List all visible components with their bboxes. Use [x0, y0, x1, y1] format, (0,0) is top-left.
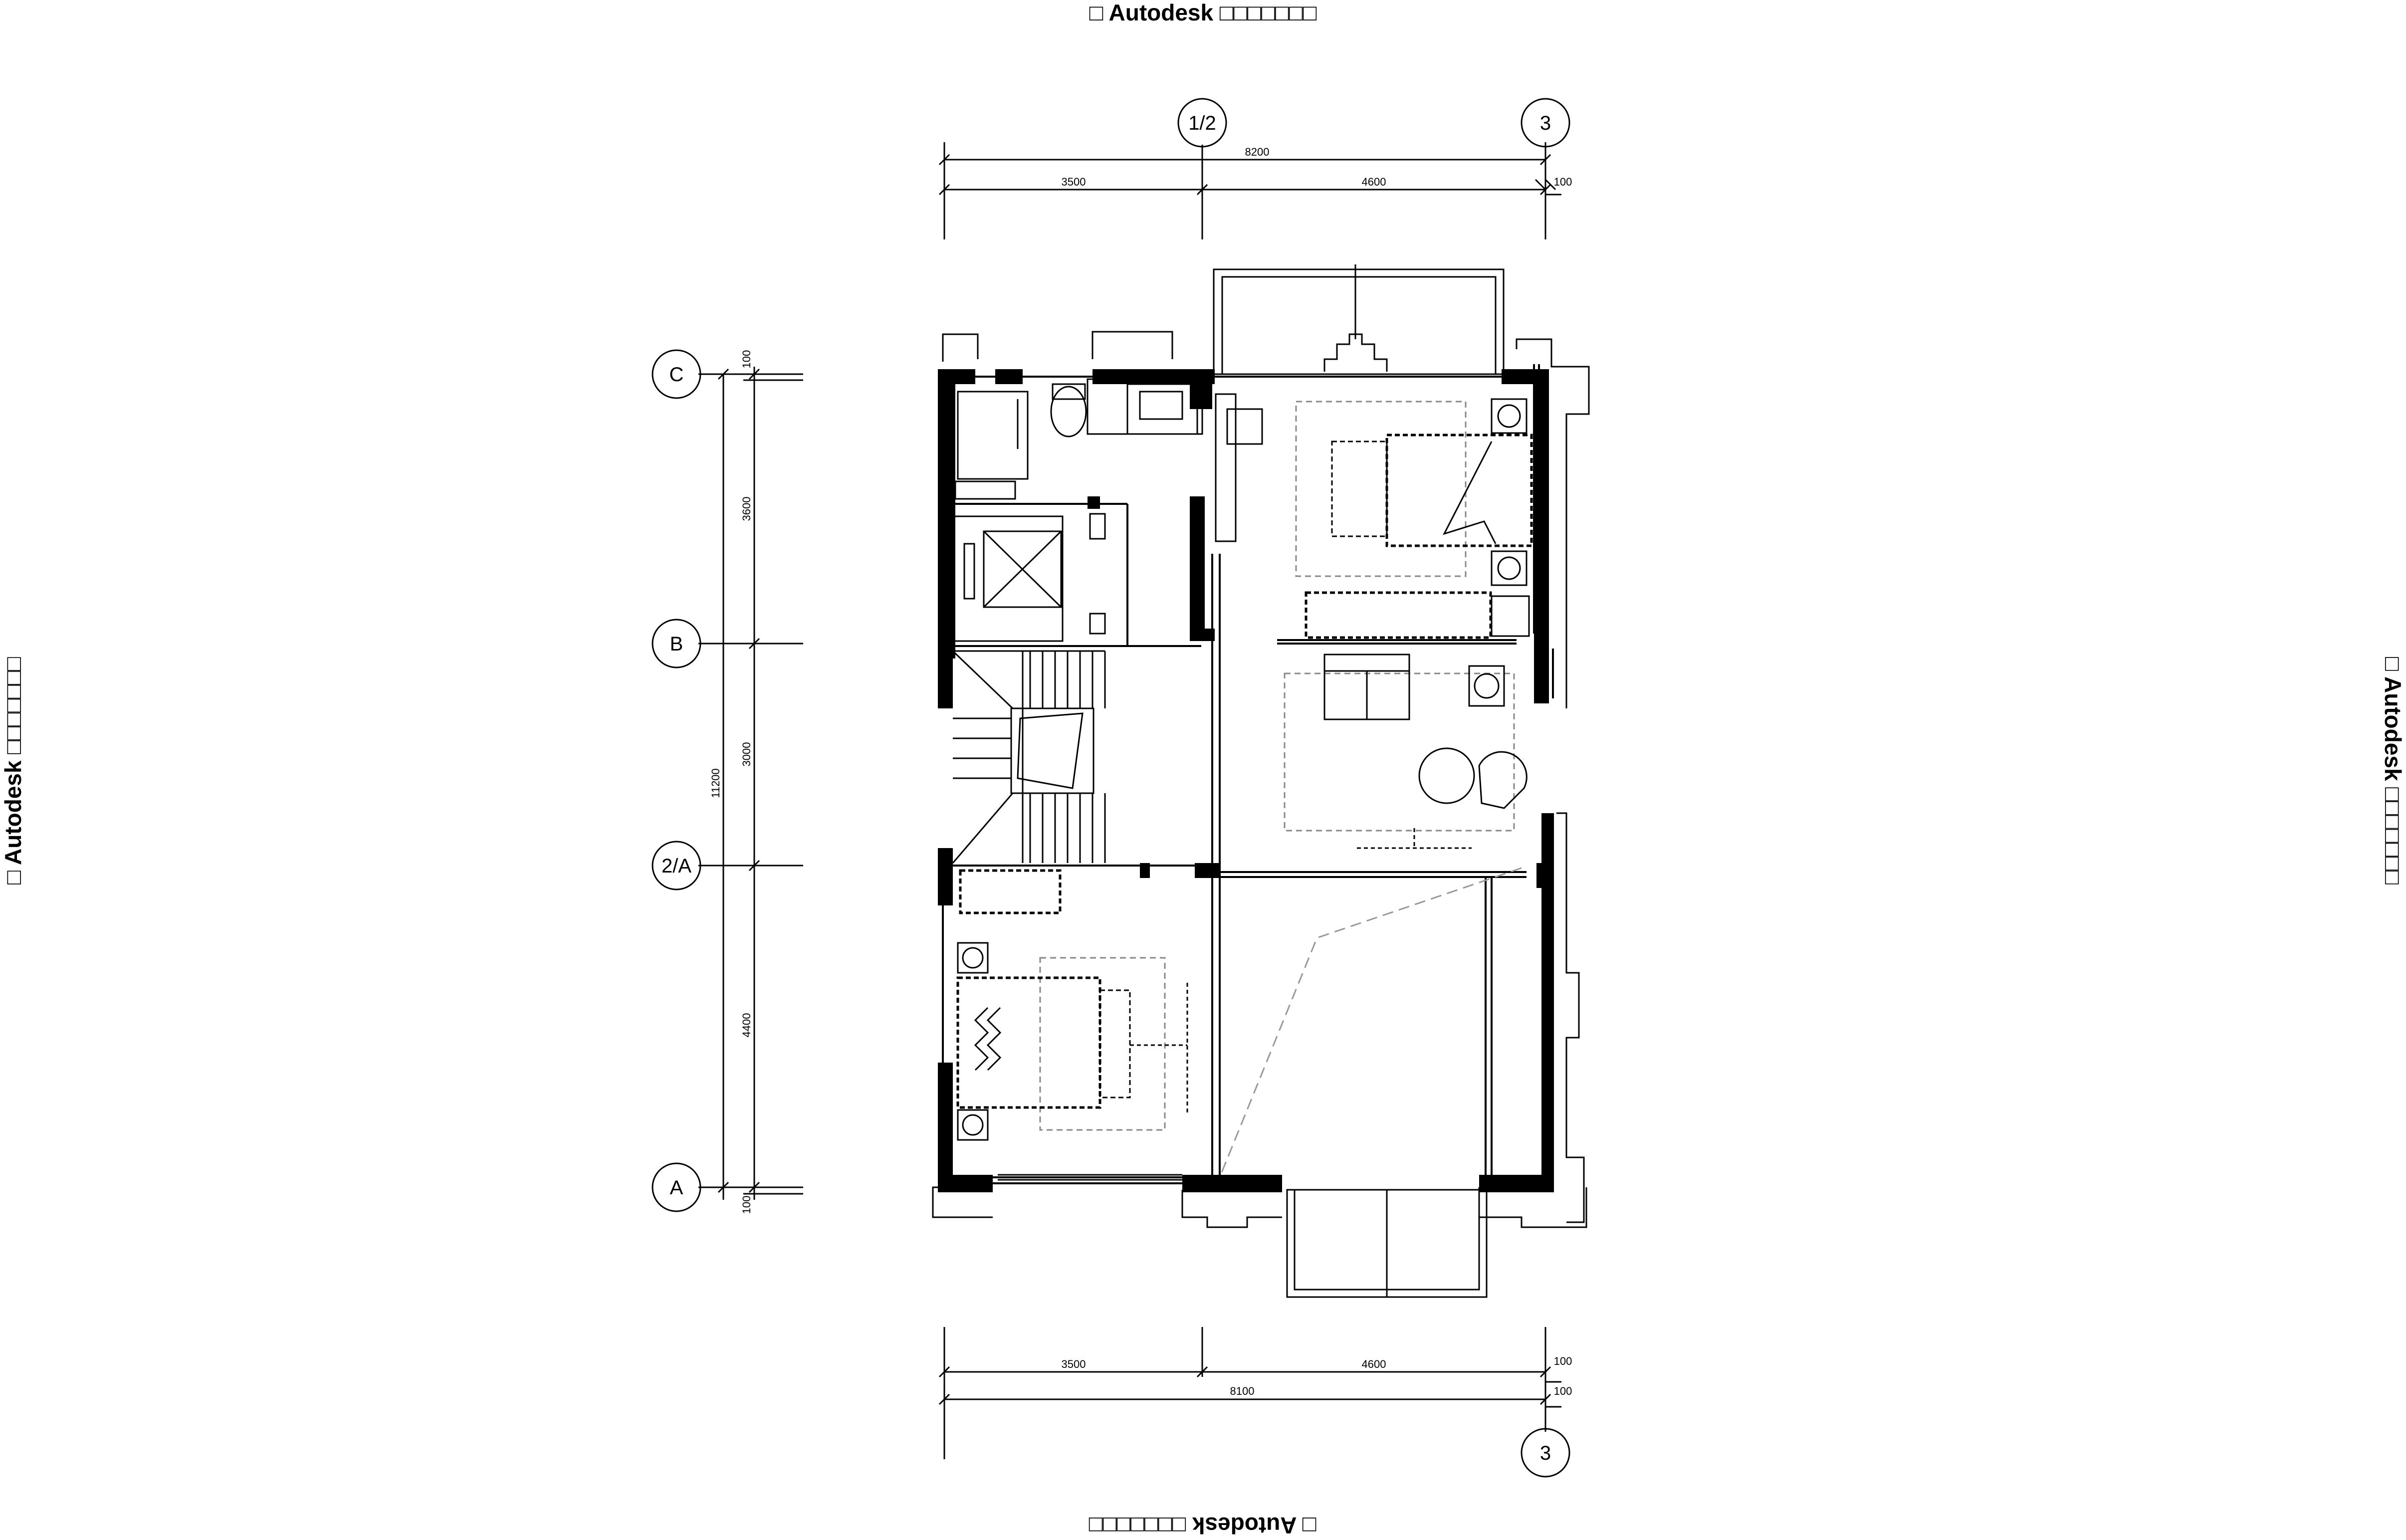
dim-top-edge: 100 [1554, 176, 1572, 188]
dim-top-total: 8200 [1245, 146, 1270, 158]
elevator [952, 513, 1106, 642]
dim-left-edge-top: 100 [740, 350, 753, 369]
dim-left-seg-2: 3000 [740, 742, 753, 767]
second-bedroom-furniture [956, 869, 1188, 1141]
axis-label-2a: 2/A [661, 855, 691, 877]
stair [952, 650, 1106, 864]
watermark-top: □ Autodesk □□□□□□□ [1089, 0, 1317, 25]
dim-top-seg-2: 4600 [1362, 176, 1386, 188]
axis-label-b: B [670, 633, 683, 655]
axis-bubbles [652, 98, 1570, 1478]
dim-left-edge-bottom: 100 [740, 1196, 753, 1214]
bathroom-fixtures [954, 378, 1203, 500]
dim-left-seg-1: 3600 [740, 497, 753, 521]
dim-bottom-edge-1: 100 [1554, 1355, 1572, 1367]
dim-left-total: 11200 [709, 768, 722, 798]
dim-bottom-edge-2: 100 [1554, 1385, 1572, 1397]
living-furniture [1284, 654, 1528, 849]
structural-walls [938, 369, 1554, 1192]
axis-labels: 1/2 3 3 C B 2/A A [661, 112, 1551, 1464]
master-bedroom-furniture [1215, 393, 1533, 639]
dim-top-seg-1: 3500 [1062, 176, 1086, 188]
top-dimension-lines [938, 142, 1561, 239]
axis-label-3-bottom: 3 [1540, 1442, 1551, 1464]
dim-left-seg-3: 4400 [740, 1013, 753, 1038]
axis-label-a: A [670, 1177, 683, 1199]
window-trims [932, 331, 1590, 1228]
balconies [1213, 264, 1505, 1298]
dim-bottom-seg-2: 4600 [1362, 1358, 1386, 1370]
partitions [938, 364, 1554, 1190]
dimension-labels: 8200 3500 4600 100 3500 4600 8100 100 10… [709, 146, 1572, 1397]
bottom-dimension-lines [938, 1327, 1561, 1459]
axis-label-3-top: 3 [1540, 112, 1551, 134]
void-area [1219, 867, 1522, 1178]
axis-label-1-2: 1/2 [1188, 112, 1216, 134]
dim-bottom-seg-1: 3500 [1062, 1358, 1086, 1370]
dim-bottom-total: 8100 [1230, 1385, 1255, 1397]
axis-label-c: C [669, 364, 684, 386]
